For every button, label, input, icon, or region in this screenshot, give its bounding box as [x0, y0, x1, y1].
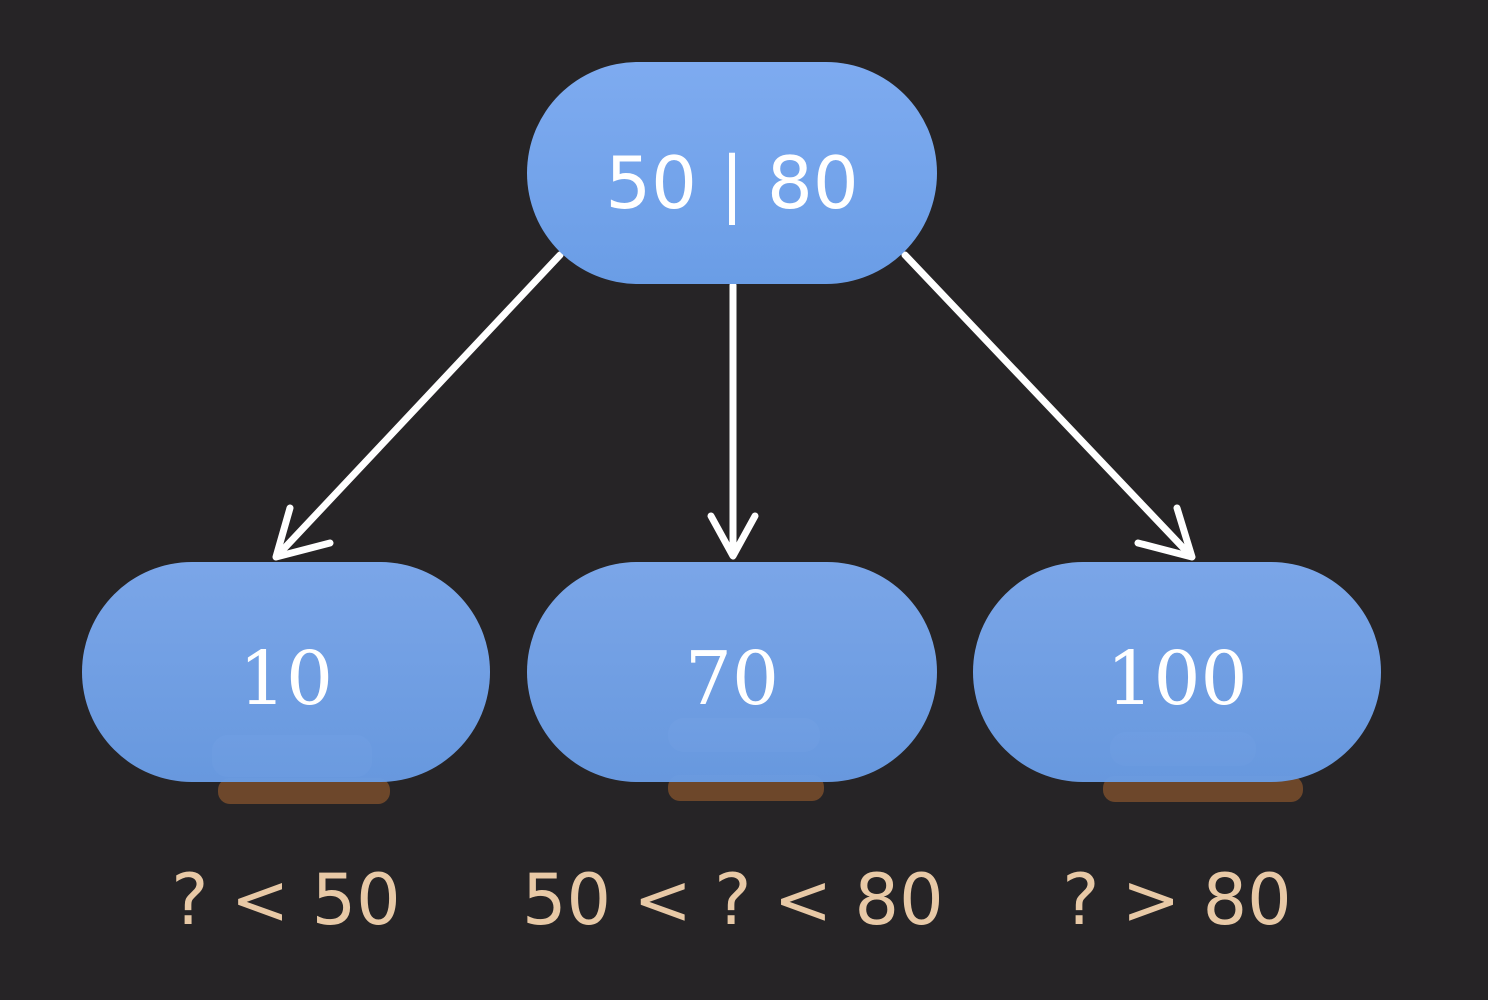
edge-root-to-left: [274, 251, 564, 559]
child-node-right: 100: [973, 562, 1381, 782]
child-node-middle-key: 70: [685, 636, 779, 722]
arrowhead-right: [1134, 504, 1196, 561]
child-node-left-key: 10: [239, 636, 333, 722]
range-label-right: ? > 80: [1062, 859, 1292, 941]
child-node-right-key: 100: [1106, 636, 1247, 722]
arrowhead-middle: [707, 512, 759, 560]
range-label-left: ? < 50: [171, 859, 401, 941]
root-node-keys: 50 | 80: [605, 141, 858, 226]
range-label-middle: 50 < ? < 80: [522, 859, 944, 941]
edge-root-to-right: [901, 251, 1194, 559]
edges: [272, 251, 1196, 561]
child-node-middle: 70: [527, 562, 937, 782]
child-node-left: 10: [82, 562, 490, 782]
arrowhead-left: [272, 504, 334, 561]
root-node: 50 | 80: [527, 62, 937, 284]
